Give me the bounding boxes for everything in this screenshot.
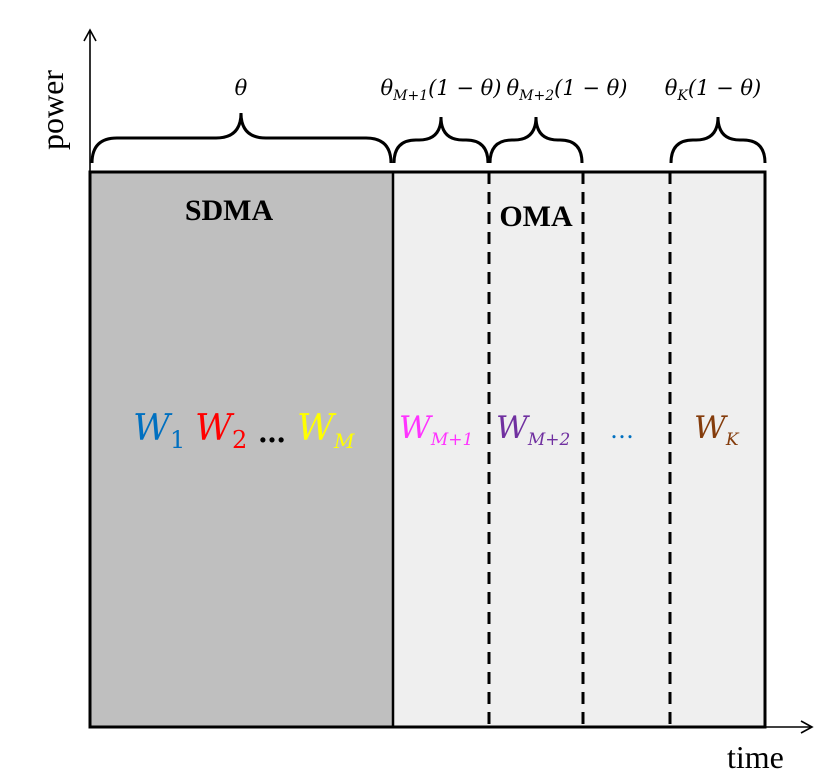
message-wm2: WM+2	[496, 410, 570, 450]
theta-m2-brace	[488, 116, 584, 164]
sdma-ellipsis: …	[258, 416, 286, 449]
sdma-label: SDMA	[185, 194, 274, 227]
oma-label: OMA	[499, 200, 573, 233]
sdma-region	[90, 172, 393, 727]
theta-m1-brace	[392, 116, 490, 164]
theta-k-label: θK(1 − θ)	[665, 76, 761, 104]
theta-label: θ	[235, 76, 248, 100]
theta-k-brace	[669, 116, 767, 164]
oma-region	[393, 172, 765, 727]
theta-m1-label: θM+1(1 − θ)	[381, 76, 502, 104]
message-wm1: WM+1	[399, 410, 473, 450]
message-wm: WM	[297, 408, 355, 453]
time-axis-label: time	[727, 739, 784, 775]
theta-m2-label: θM+2(1 − θ)	[507, 76, 628, 104]
theta-brace	[90, 112, 393, 164]
power-axis-label: power	[34, 70, 70, 150]
oma-ellipsis: …	[610, 416, 634, 444]
message-w1: W1	[133, 408, 185, 454]
message-w2: W2	[195, 408, 247, 454]
message-wk: WK	[694, 410, 740, 450]
